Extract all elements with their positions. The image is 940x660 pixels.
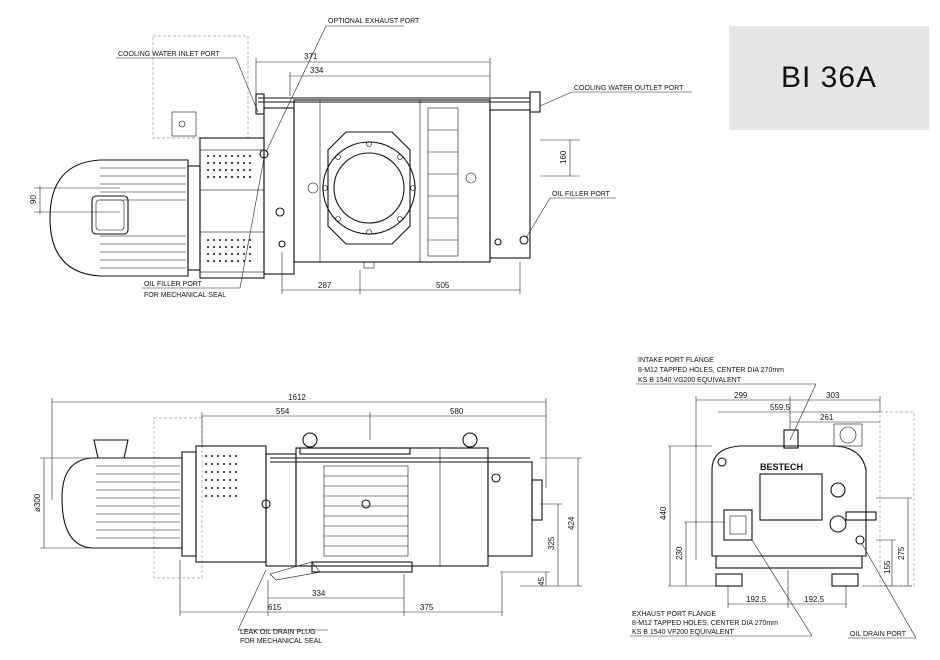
- dim-375: 375: [420, 603, 434, 612]
- label-intake-flange-3: KS B 1540 VG200 EQUIVALENT: [638, 377, 742, 384]
- dim-303: 303: [826, 391, 840, 400]
- label-intake-flange-2: 8-M12 TAPPED HOLES, CENTER DIA 270mm: [638, 367, 784, 374]
- label-exhaust-flange-3: KS B 1540 VF200 EQUIVALENT: [632, 629, 735, 636]
- dim-261: 261: [820, 413, 834, 422]
- top-bracket-plate: [171, 111, 197, 137]
- dim-559-5: 559.5: [770, 403, 791, 412]
- top-inlet-fitting: [255, 93, 265, 115]
- label-oil-drain-port: OIL DRAIN PORT: [850, 631, 907, 638]
- side-eyebolt-right: [462, 432, 478, 448]
- top-vent-grid-lower: [207, 239, 251, 262]
- end-exhaust-flange: [723, 509, 753, 541]
- top-eyebolt-right: [465, 172, 477, 184]
- label-leak-oil-drain-1: LEAK OIL DRAIN PLUG: [240, 629, 316, 636]
- label-oil-filler-port: OIL FILLER PORT: [552, 191, 611, 198]
- dim-287: 287: [318, 281, 332, 290]
- end-foot-right: [831, 573, 859, 587]
- top-outlet-fitting: [529, 91, 541, 113]
- brand-label: BESTECH: [760, 462, 803, 472]
- label-leak-oil-drain-2: FOR MECHANICAL SEAL: [240, 638, 322, 645]
- model-title: BI 36A: [780, 61, 878, 94]
- dim-192-5-left: 192.5: [746, 595, 767, 604]
- side-vent-grid: [205, 455, 237, 497]
- end-base: [715, 555, 863, 569]
- top-oil-filler: [519, 235, 529, 245]
- end-foot-left: [715, 573, 743, 587]
- dim-45: 45: [537, 577, 546, 586]
- side-fin-block: [323, 465, 409, 557]
- model-title-box: [729, 26, 929, 130]
- top-end-cover: [489, 109, 531, 259]
- top-callouts: OPTIONAL EXHAUST PORT COOLING WATER INLE…: [116, 18, 692, 299]
- side-end-cap: [531, 479, 543, 521]
- side-view: 1612 554 580 ø300 424 325 45: [33, 393, 582, 645]
- label-oil-filler-mech-2: FOR MECHANICAL SEAL: [144, 292, 226, 299]
- top-intake-port: [333, 152, 405, 224]
- top-dimensions: 371 334 160 90 287 505: [29, 52, 580, 294]
- dim-615: 615: [268, 603, 282, 612]
- dim-230: 230: [675, 546, 684, 560]
- side-callouts: LEAK OIL DRAIN PLUG FOR MECHANICAL SEAL: [237, 569, 328, 645]
- dim-554: 554: [276, 407, 290, 416]
- dim-160: 160: [559, 150, 568, 164]
- label-optional-exhaust-port: OPTIONAL EXHAUST PORT: [328, 18, 420, 25]
- dim-505: 505: [436, 281, 450, 290]
- end-callouts: INTAKE PORT FLANGE 8-M12 TAPPED HOLES, C…: [630, 357, 917, 639]
- dim-334: 334: [310, 66, 324, 75]
- side-motor-body: [61, 457, 183, 549]
- label-exhaust-flange-1: EXHAUST PORT FLANGE: [632, 611, 716, 618]
- dim-580: 580: [450, 407, 464, 416]
- side-base-feet: [311, 561, 413, 573]
- top-bracket-bolt: [178, 120, 186, 128]
- dim-334-side: 334: [312, 589, 326, 598]
- side-motor-flange: [181, 451, 197, 557]
- dim-299: 299: [734, 391, 748, 400]
- dim-192-5-right: 192.5: [804, 595, 825, 604]
- side-terminal-box: [93, 439, 129, 459]
- dim-90: 90: [29, 195, 38, 204]
- dim-phi300: ø300: [33, 493, 42, 512]
- end-view: BESTECH 299 303 559.5 261 440: [630, 357, 917, 639]
- side-eyebolt-left: [302, 432, 318, 448]
- dim-440: 440: [659, 506, 668, 520]
- top-motor-body: [49, 159, 189, 277]
- end-cooling-fan: [833, 423, 863, 447]
- side-intake-flange: [299, 447, 411, 455]
- dim-424: 424: [567, 516, 576, 530]
- end-nameplate: [759, 473, 823, 521]
- side-gear-cover: [265, 453, 297, 567]
- end-dimensions: 299 303 559.5 261 440 230 275 155 192.5: [659, 391, 912, 608]
- dim-155: 155: [883, 560, 892, 574]
- dim-275: 275: [897, 546, 906, 560]
- dim-325: 325: [547, 536, 556, 550]
- label-cooling-water-inlet: COOLING WATER INLET PORT: [118, 51, 220, 58]
- end-intake-stub: [783, 429, 799, 449]
- top-eyebolt-left: [307, 182, 319, 194]
- dim-1612: 1612: [288, 393, 306, 402]
- top-vent-grid-upper: [207, 155, 251, 178]
- label-exhaust-flange-2: 8-M12 TAPPED HOLES, CENTER DIA 270mm: [632, 620, 778, 627]
- label-oil-filler-mech-1: OIL FILLER PORT: [144, 281, 203, 288]
- top-view: 371 334 160 90 287 505 OPTIONAL EXHAUST …: [29, 18, 692, 299]
- top-coupling-housing: [199, 137, 265, 279]
- top-gear-cover: [263, 107, 295, 275]
- top-motor-flange: [187, 165, 201, 271]
- side-motor-fins: [96, 465, 180, 539]
- label-cooling-water-outlet: COOLING WATER OUTLET PORT: [574, 85, 684, 92]
- top-motor-fins: [100, 167, 186, 269]
- side-end-cover: [487, 461, 533, 557]
- top-fin-panel: [427, 107, 459, 257]
- side-dimensions: 1612 554 580 ø300 424 325 45: [33, 393, 582, 616]
- label-intake-flange-1: INTAKE PORT FLANGE: [638, 357, 714, 364]
- top-intake-flange: [327, 131, 411, 245]
- end-pump-body: [711, 445, 867, 557]
- dim-371: 371: [304, 52, 318, 61]
- top-terminal-box: [91, 195, 129, 235]
